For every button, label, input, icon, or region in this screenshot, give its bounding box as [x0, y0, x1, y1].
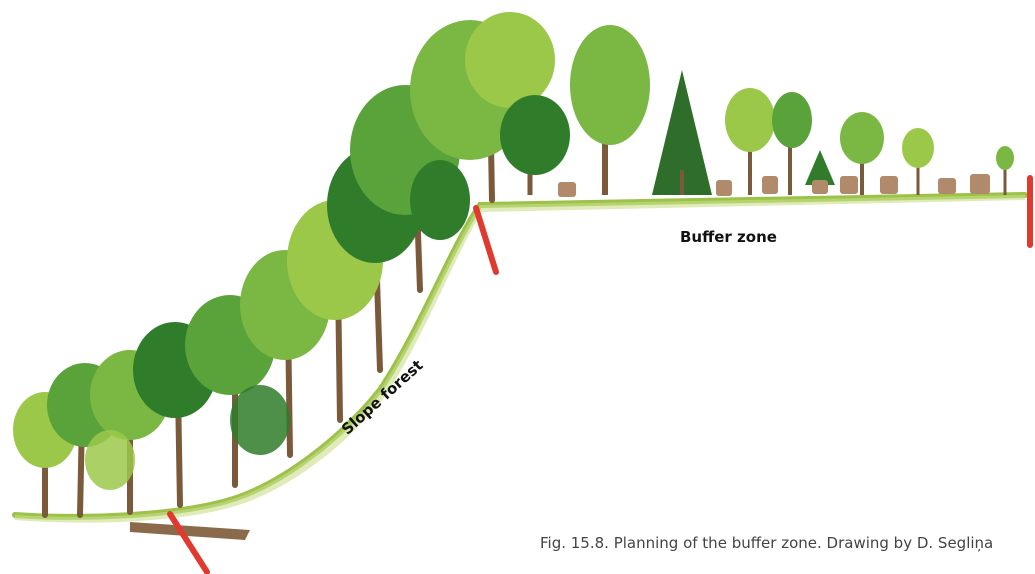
boundary-marker-bottom: [170, 514, 207, 572]
buffer-zone-label: Buffer zone: [680, 228, 777, 246]
fallen-log: [130, 522, 250, 540]
buffer-zone-trees: [500, 25, 1014, 197]
slope-forest-trees: [13, 12, 555, 515]
boundary-marker-slope-top: [476, 208, 496, 272]
figure-caption: Fig. 15.8. Planning of the buffer zone. …: [540, 534, 993, 552]
